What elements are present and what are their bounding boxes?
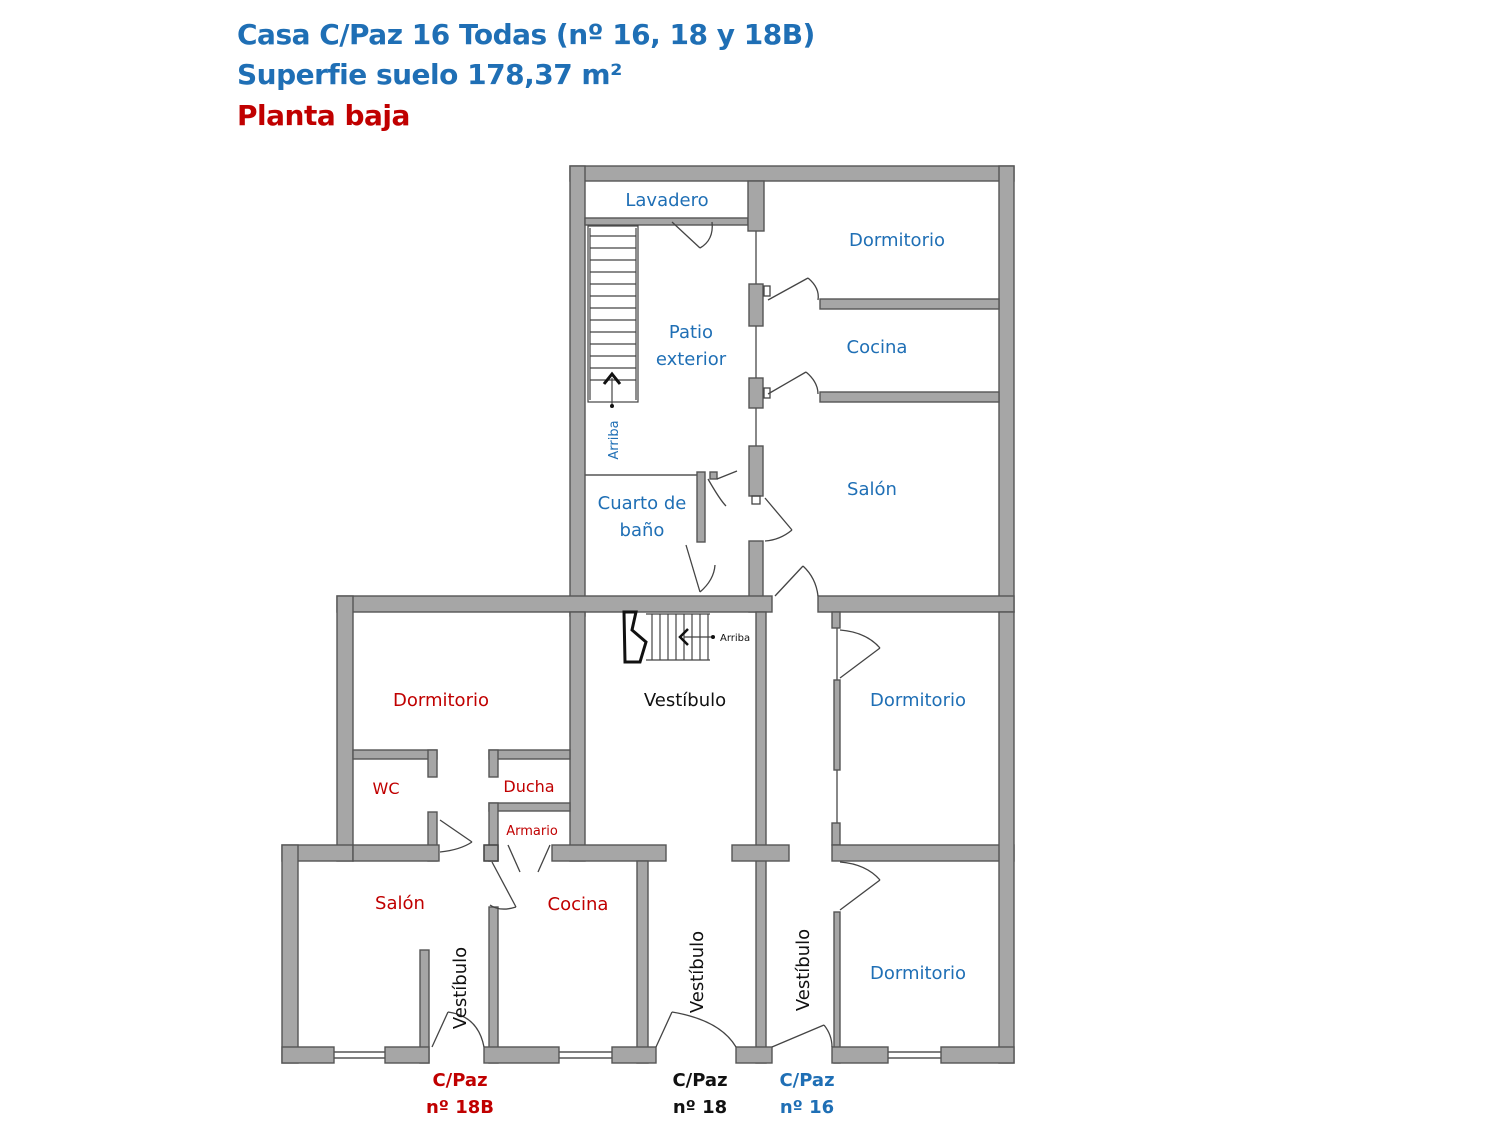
address-18-line1: C/Paz xyxy=(672,1070,727,1091)
label-vestibulo-18-entry: Vestíbulo xyxy=(687,931,708,1013)
address-18b-line2: nº 18B xyxy=(426,1097,494,1118)
walls xyxy=(281,165,1015,1064)
label-salon-18b: Salón xyxy=(375,893,425,914)
label-bano-1: Cuarto de xyxy=(598,493,687,514)
address-labels: C/Paz nº 18B C/Paz nº 18 C/Paz nº 16 xyxy=(426,1070,835,1118)
stairs-lower xyxy=(622,610,715,664)
label-arriba-upper: Arriba xyxy=(607,420,622,459)
label-cocina-16: Cocina xyxy=(847,337,908,358)
label-dormitorio-mid: Dormitorio xyxy=(870,690,966,711)
label-vestibulo-16: Vestíbulo xyxy=(793,929,814,1011)
label-arriba-lower: Arriba xyxy=(720,633,750,644)
doors xyxy=(431,221,881,1048)
label-dormitorio-top: Dormitorio xyxy=(849,230,945,251)
label-bano-2: baño xyxy=(620,520,665,541)
address-16-line2: nº 16 xyxy=(780,1097,834,1118)
stairs-upper xyxy=(587,225,639,408)
plan-floor: Planta baja xyxy=(237,99,410,132)
labels-house-18b: Dormitorio WC Ducha Armario Salón Cocina xyxy=(373,690,609,915)
label-ducha: Ducha xyxy=(503,777,554,796)
windows xyxy=(334,231,941,1059)
address-16-line1: C/Paz xyxy=(779,1070,834,1091)
address-18b-line1: C/Paz xyxy=(432,1070,487,1091)
labels-house-18: Vestíbulo Arriba Vestíbulo xyxy=(644,633,750,1013)
label-dormitorio-low: Dormitorio xyxy=(870,963,966,984)
labels-house-16: Lavadero Dormitorio Patio exterior Cocin… xyxy=(598,190,966,984)
label-salon-16: Salón xyxy=(847,479,897,500)
label-patio-1: Patio xyxy=(669,322,713,343)
label-lavadero: Lavadero xyxy=(625,190,708,211)
label-dormitorio-18b: Dormitorio xyxy=(393,690,489,711)
plan-title: Casa C/Paz 16 Todas (nº 16, 18 y 18B) xyxy=(237,18,815,51)
address-18-line2: nº 18 xyxy=(673,1097,727,1118)
label-wc: WC xyxy=(373,779,400,798)
plan-surface: Superfie suelo 178,37 m² xyxy=(237,58,622,91)
label-vestibulo-18b: Vestíbulo xyxy=(450,947,471,1029)
label-armario: Armario xyxy=(506,824,558,839)
label-patio-2: exterior xyxy=(656,349,727,370)
label-cocina-18b: Cocina xyxy=(548,894,609,915)
label-vestibulo-18: Vestíbulo xyxy=(644,690,726,711)
